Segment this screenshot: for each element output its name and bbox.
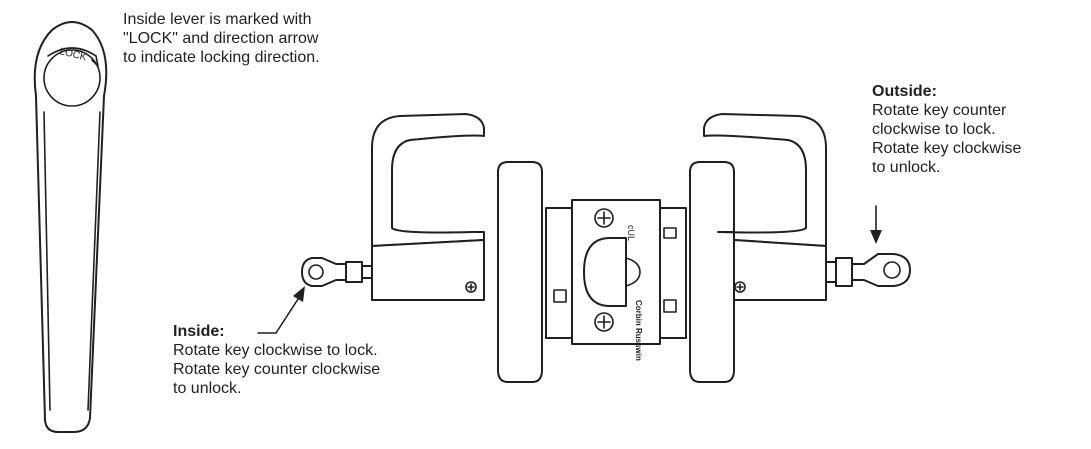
right-lever-handle [703, 113, 827, 301]
inside-pointer-arrow [257, 286, 305, 334]
right-rose [689, 161, 735, 383]
outside-pointer-arrow [870, 205, 882, 244]
inside-line: Rotate key clockwise to lock. [173, 342, 378, 359]
outside-key [825, 253, 911, 287]
inside-heading: Inside: [173, 323, 225, 340]
outside-heading: Outside: [872, 83, 937, 100]
inside-key [301, 257, 373, 287]
lever-note: Inside lever is marked with "LOCK" and d… [123, 10, 320, 67]
outside-line: to unlock. [872, 159, 941, 176]
inside-line: Rotate key counter clockwise [173, 361, 381, 378]
lever-note-line: Inside lever is marked with [123, 11, 312, 28]
inside-line: to unlock. [173, 380, 242, 397]
outside-line: clockwise to lock. [872, 121, 996, 138]
chassis-brand-text: Corbin Russwin [634, 300, 643, 361]
left-rose [497, 161, 543, 383]
left-lever-handle [371, 113, 485, 301]
lock-chassis: cUL [545, 199, 687, 345]
lever-note-line: to indicate locking direction. [123, 49, 320, 66]
outside-line: Rotate key counter [872, 102, 1007, 119]
svg-text:cUL: cUL [626, 225, 636, 241]
inside-instructions: Inside: Rotate key clockwise to lock. Ro… [173, 322, 380, 398]
lever-note-line: "LOCK" and direction arrow [123, 30, 319, 47]
outside-instructions: Outside: Rotate key counter clockwise to… [872, 82, 1021, 177]
outside-line: Rotate key clockwise [872, 140, 1022, 157]
inside-lever-illustration [33, 21, 108, 433]
